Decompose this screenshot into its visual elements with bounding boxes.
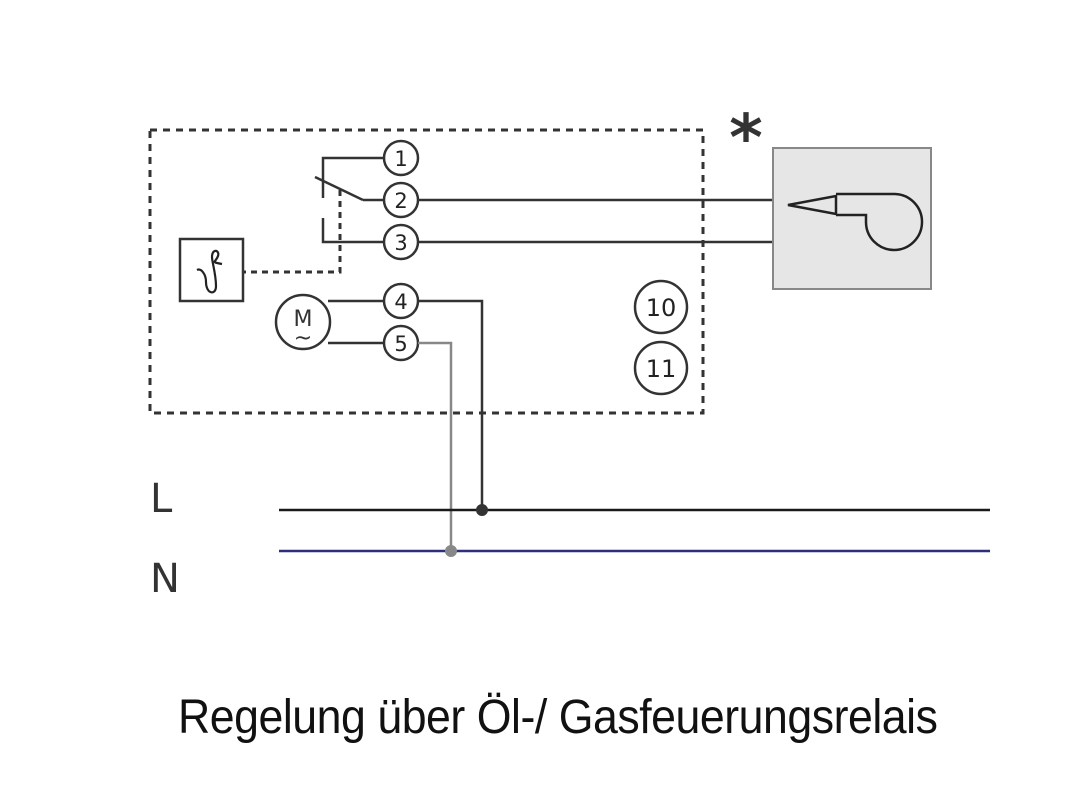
svg-text:2: 2 [394, 189, 407, 213]
diagram-caption: Regelung über Öl-/ Gasfeuerungsrelais [178, 691, 938, 744]
terminal-2: 2 [382, 181, 420, 219]
wire-4-to-live [418, 299, 484, 510]
neutral-label: N [150, 556, 180, 602]
asterisk-note: * [729, 102, 762, 176]
terminal-4: 4 [382, 282, 420, 320]
terminal-1: 1 [382, 139, 420, 177]
svg-text:5: 5 [394, 332, 407, 356]
neutral-junction [445, 545, 457, 557]
live-label: L [150, 476, 173, 522]
motor-label: M [294, 307, 313, 332]
svg-text:3: 3 [394, 231, 407, 255]
svg-text:10: 10 [646, 294, 677, 322]
terminal-3: 3 [382, 223, 420, 261]
motor-ac-symbol: ~ [294, 326, 312, 351]
burner-fan-icon [787, 192, 924, 252]
theta-icon [196, 249, 223, 294]
terminal-10: 10 [633, 279, 689, 335]
svg-text:1: 1 [394, 147, 407, 171]
burner-unit [772, 147, 932, 290]
controller-enclosure [148, 128, 705, 415]
relay-linkage [244, 190, 342, 274]
terminal-5: 5 [382, 324, 420, 362]
motor-symbol: M ~ [274, 293, 332, 351]
terminal-11: 11 [633, 340, 689, 396]
wire-5-to-neutral [418, 341, 453, 551]
svg-text:4: 4 [394, 290, 407, 314]
relay-changeover-switch [314, 156, 384, 244]
live-junction [476, 504, 488, 516]
thermostat-symbol [178, 237, 245, 303]
svg-text:11: 11 [646, 355, 677, 383]
